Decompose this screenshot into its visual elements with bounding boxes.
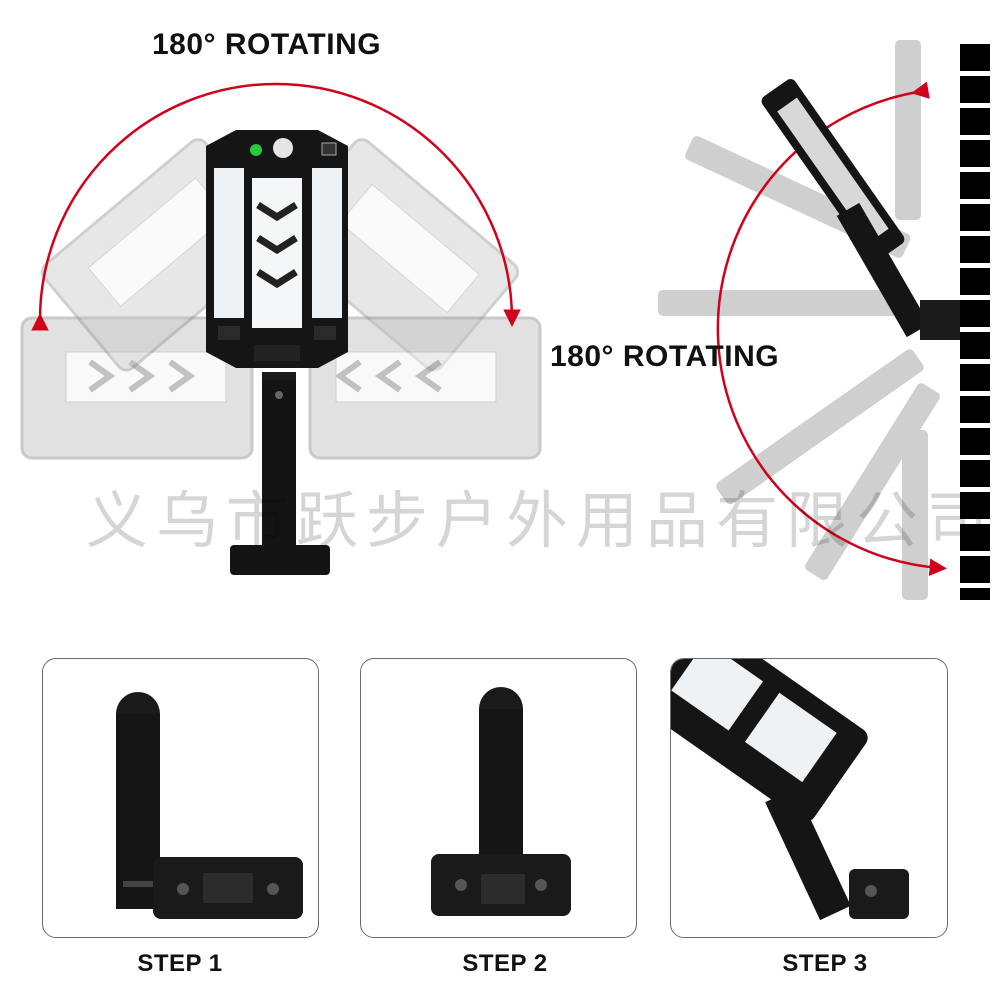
ghost-lamp-right-horizontal [308,316,542,460]
step-1-label: STEP 1 [137,950,223,977]
step-2-label: STEP 2 [462,950,548,977]
step-3-panel [670,658,948,938]
ghost-panel [716,349,924,505]
main-lamp [206,130,348,368]
rotating-label-top: 180° ROTATING [152,28,382,61]
mount-base [920,300,960,340]
mounting-stand [230,372,330,575]
ghost-panel [658,290,898,316]
main-lamp-side [761,79,905,262]
company-watermark: 义乌市跃步户外用品有限公司 [86,484,997,557]
rotation-illustration-right [658,40,960,600]
step-1-panel [42,658,319,938]
mount-arm [836,202,930,338]
bracket-assembled-image [431,687,571,916]
lamp-mounted-image [671,659,909,921]
rotation-illustration-left [20,82,542,575]
red-arc-arrow-icon [31,82,521,331]
scale-ruler-icon [960,44,990,600]
step-2-panel [360,658,637,938]
bracket-parts-image [116,692,303,919]
ghost-panel [895,40,921,220]
rotating-label-side: 180° ROTATING [550,340,780,373]
step-3-label: STEP 3 [782,950,868,977]
ghost-lamp-left-horizontal [20,316,254,460]
